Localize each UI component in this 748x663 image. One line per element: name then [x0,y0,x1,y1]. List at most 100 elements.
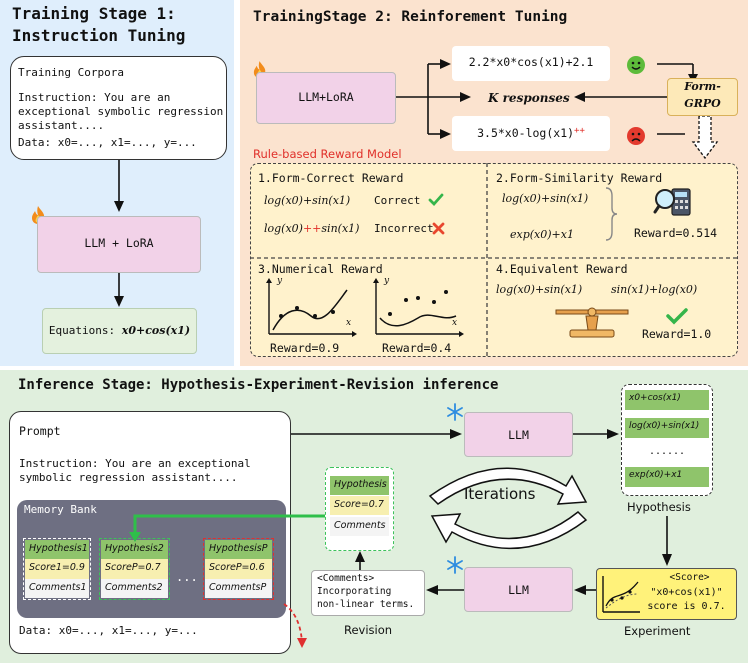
form-similarity-expr2: exp(x0)+x1 [510,228,574,241]
form-correct-title: 1.Form-Correct Reward [258,171,404,185]
instruction-line1: Instruction: You are an [18,91,171,104]
experiment-score-line1: "x0+cos(x1)" [650,587,723,598]
training-corpora-box [10,56,227,160]
form-correct-expr2-error: ++ [302,222,322,235]
response-top: 2.2*x0*cos(x1)+2.1 [468,55,594,69]
data-line: Data: x0=..., x1=..., y=... [18,136,197,149]
memory-card-p-hyp: HypothesisP [205,540,272,559]
balance-scale-icon [555,307,629,338]
stage1-title-line2: Instruction Tuning [12,26,186,45]
equivalent-title: 4.Equivalent Reward [496,262,628,276]
memory-card-p-score: ScoreP=0.6 [205,559,272,579]
equations-prefix: Equations: [48,324,116,337]
memory-ellipsis: ... [176,570,198,584]
form-correct-expr1: log(x0)+sin(x1) [264,194,351,207]
equations-value: x0+cos(x1) [121,324,191,337]
revision-box-line1: <Comments> [317,573,375,584]
form-grpo-box [667,78,738,116]
hypothesis-ellipsis: ...... [648,446,686,457]
stage1-llm-box [37,216,201,273]
inference-llm-bottom-box [464,567,573,612]
revision-card-score: Score=0.7 [330,496,389,515]
equations-label: Equations: x0+cos(x1) [42,324,197,337]
stage2-llm-label: LLM+LoRA [298,90,354,104]
response-bottom-error: ++ [574,126,585,136]
inference-title: Inference Stage: Hypothesis-Experiment-R… [18,377,499,393]
response-bottom: 3.5*x0-log(x1)++ [452,126,610,140]
numerical-reward-1: Reward=0.9 [270,341,340,355]
form-correct-expr2: log(x0)++sin(x1) [264,222,359,235]
instruction-line3: assistant.... [18,119,105,132]
equivalent-expr2: sin(x1)+log(x0) [611,283,698,296]
grpo-line2: GRPO [684,97,721,110]
numerical-plot-2 [373,278,464,337]
stage2-llm-box [256,72,396,124]
memory-bank-title: Memory Bank [24,503,97,516]
snowflake-icon [447,556,463,574]
memory-card-1 [23,538,91,600]
equations-box [42,308,197,354]
experiment-chart-icon [602,576,640,613]
revision-box [311,570,425,616]
revision-label: Revision [344,623,393,637]
form-correct-expr2-b: sin(x1) [321,222,360,235]
equivalent-reward: Reward=1.0 [642,327,712,341]
stage1-arrows [114,160,124,307]
inference-llm-top-box [464,412,573,457]
magnifier-calculator-icon [653,188,691,216]
experiment-label: Experiment [624,624,691,638]
form-similarity-expr1: log(x0)+sin(x1) [502,192,589,205]
inference-llm-top-label: LLM [508,428,529,442]
hypothesis-item-4: exp(x0)+x1 [625,467,709,487]
prompt-data-line: Data: x0=..., x1=..., y=... [19,624,198,637]
memory-card-1-score: Score1=0.9 [25,559,89,579]
reward-model-label: Rule-based Reward Model [253,147,402,161]
stage2-title: TrainingStage 2: Reinforement Tuning [253,9,568,25]
stage1-title-line1: Training Stage 1: [12,4,176,23]
brace-icon [605,187,618,241]
memory-card-2-score: ScoreP=0.7 [101,559,168,579]
inference-llm-bottom-label: LLM [508,583,529,597]
stage1-llm-label: LLM + LoRA [84,236,154,250]
response-bottom-box [452,116,610,151]
memory-card-2-hyp: Hypothesis2 [101,540,168,559]
experiment-score-line2: score is 0.7. [647,601,726,612]
numerical-axis-x-1: x [346,318,352,328]
revision-card-comments: Comments [330,517,389,536]
prompt-instruction-line1: Instruction: You are an exceptional [19,457,251,470]
numerical-axis-x-2: x [452,318,458,328]
memory-card-1-comments: Comments1 [25,579,89,598]
revision-box-line2: Incorporating [317,586,392,597]
k-responses: K responses [488,91,570,105]
numerical-axis-y-1: y [277,276,283,286]
response-bottom-main: 3.5*x0-log(x1) [477,126,575,140]
memory-card-p-comments: CommentsP [205,579,272,598]
reward-dividers [250,163,738,357]
smile-icon [627,56,645,74]
check-icon [666,308,688,325]
numerical-axis-y-2: y [384,276,390,286]
incorrect-label: Incorrect [374,222,434,235]
snowflake-icon [447,403,463,421]
revision-card-hyp: Hypothesis [330,476,389,495]
equivalent-expr1: log(x0)+sin(x1) [496,283,583,296]
check-icon [428,193,444,207]
form-similarity-title: 2.Form-Similarity Reward [496,171,663,185]
hypothesis-item-2: log(x0)+sin(x1) [625,418,709,438]
prompt-title: Prompt [19,424,61,438]
experiment-score-title: <Score> [669,572,710,583]
memory-card-p [203,538,274,600]
cross-icon [432,222,445,235]
prompt-instruction-line2: symbolic regression assistant.... [19,471,238,484]
correct-label: Correct [374,194,421,207]
hypothesis-label: Hypothesis [627,500,691,514]
memory-card-1-hyp: Hypothesis1 [25,540,89,559]
numerical-title: 3.Numerical Reward [258,262,383,276]
response-top-box [452,46,610,81]
stage2-flow-arrows [396,59,719,160]
iterations-label: Iterations [464,485,536,503]
instruction-line2: exceptional symbolic regression [18,105,224,118]
inference-arrows [129,429,672,648]
sad-icon [627,127,645,145]
form-similarity-reward: Reward=0.514 [634,226,718,240]
